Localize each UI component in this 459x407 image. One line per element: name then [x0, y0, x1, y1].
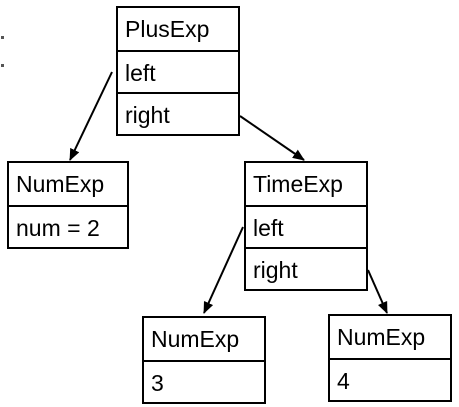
node-title: NumExp — [337, 324, 426, 350]
num-exp-node-3: NumExp 3 — [142, 316, 266, 404]
field-right: right — [246, 247, 366, 289]
edge-time-right-to-numexp-4 — [367, 269, 388, 314]
edge-time-left-to-numexp-3 — [203, 226, 244, 314]
margin-mark — [1, 36, 4, 39]
edge-plus-right-to-timeexp — [239, 115, 305, 161]
node-title: NumExp — [16, 171, 105, 197]
num-exp-node-2: NumExp num = 2 — [7, 161, 129, 249]
node-title: PlusExp — [125, 16, 210, 42]
field-value: 4 — [330, 358, 450, 400]
field-left: left — [118, 50, 238, 92]
edge-plus-left-to-numexp — [69, 71, 113, 161]
field-value: 3 — [144, 360, 264, 402]
num-exp-node-4: NumExp 4 — [328, 314, 452, 402]
plus-exp-node: PlusExp left right — [116, 6, 240, 136]
field-left: left — [246, 205, 366, 247]
field-num: num = 2 — [9, 205, 127, 247]
node-title: TimeExp — [253, 171, 343, 197]
time-exp-node: TimeExp left right — [244, 161, 368, 291]
node-title: NumExp — [151, 326, 240, 352]
field-right: right — [118, 92, 238, 134]
margin-mark — [1, 64, 4, 67]
